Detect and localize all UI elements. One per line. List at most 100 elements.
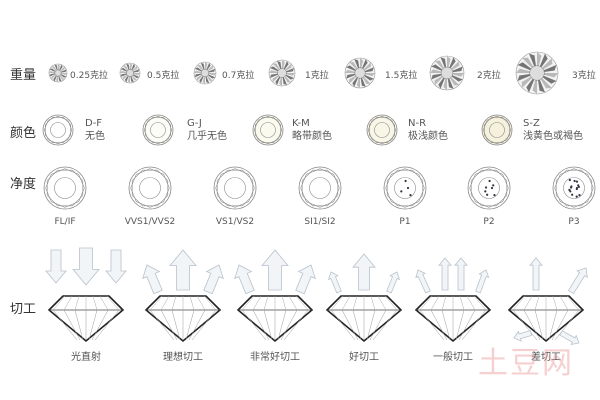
clarity-diamond-icon	[552, 166, 596, 210]
light-arrow	[559, 330, 580, 346]
clarity-label: P3	[568, 217, 580, 227]
weight-label: 0.5克拉	[147, 71, 180, 81]
color-grade-code: D-F	[85, 118, 103, 129]
color-grade: S-Z 浅黄色或褐色	[523, 117, 583, 143]
light-arrow	[438, 257, 452, 291]
clarity-label: VVS1/VVS2	[124, 217, 176, 227]
light-arrows	[142, 249, 224, 295]
weight-label: 2克拉	[477, 71, 501, 81]
clarity-label: P2	[483, 217, 495, 227]
light-arrow	[203, 264, 224, 295]
light-arrows	[513, 257, 588, 346]
inclusion-dot	[492, 184, 495, 187]
inclusion-dot	[484, 186, 488, 189]
clarity-label: P1	[399, 217, 411, 227]
inclusion-dot	[490, 186, 494, 190]
clarity-row-label: 净度	[10, 177, 37, 192]
cut-diamond-icon	[414, 295, 492, 343]
diamond-top-icon	[48, 63, 68, 83]
weight-label: 0.25克拉	[70, 71, 109, 81]
inclusion-dot	[575, 195, 578, 198]
cut-diamond-icon	[144, 295, 222, 343]
light-arrows	[234, 249, 316, 295]
light-arrow	[327, 271, 342, 294]
clarity-label: VS1/VS2	[215, 217, 255, 227]
light-arrow	[234, 264, 255, 295]
inclusion-dot	[575, 187, 578, 191]
color-grade-desc: 无色	[85, 131, 105, 142]
color-grade: D-F 无色	[85, 117, 105, 143]
diamond-top-icon	[119, 62, 141, 84]
clarity-label: SI1/SI2	[304, 217, 336, 227]
inclusion-dot	[571, 193, 574, 196]
weight-label: 1克拉	[305, 71, 329, 81]
watermark: 土豆网	[478, 346, 574, 381]
light-arrow	[142, 264, 163, 295]
light-arrow	[72, 247, 100, 286]
color-diamond-icon	[42, 114, 74, 146]
weight-label: 0.7克拉	[222, 71, 255, 81]
light-arrows	[45, 247, 127, 286]
color-grade-desc: 略带颜色	[292, 131, 332, 142]
inclusion-dot	[568, 178, 571, 182]
color-grade-code: K-M	[292, 118, 310, 129]
light-arrow	[513, 330, 533, 342]
light-arrow	[169, 249, 197, 291]
weight-row-label: 重量	[10, 68, 37, 83]
color-grade-code: G-J	[187, 118, 202, 129]
cut-diamond-icon	[325, 295, 403, 343]
light-arrow	[352, 253, 376, 291]
light-arrows	[327, 253, 401, 294]
light-arrow	[475, 269, 490, 294]
diamond-top-icon	[429, 55, 465, 91]
cut-label: 光直射	[71, 352, 101, 363]
light-arrows	[415, 257, 490, 294]
clarity-label: FL/IF	[54, 217, 76, 227]
inclusion-dot	[400, 190, 403, 193]
inclusion-dot	[570, 185, 573, 188]
cut-diamond-icon	[47, 295, 125, 343]
cut-label: 一般切工	[433, 352, 473, 363]
inclusion-dot	[493, 194, 496, 197]
light-arrow	[45, 249, 67, 284]
inclusion-dot	[573, 179, 576, 183]
light-arrow	[567, 267, 588, 295]
clarity-diamond-icon	[43, 166, 87, 210]
inclusion-dot	[406, 186, 410, 190]
inclusion-dot	[575, 180, 579, 183]
light-arrow	[295, 264, 316, 295]
inclusion-dot	[568, 188, 571, 192]
cut-diamond-icon	[236, 295, 314, 343]
inclusion-dot	[484, 190, 487, 193]
color-row-label: 颜色	[10, 126, 37, 141]
diamond-top-icon	[515, 51, 559, 95]
color-diamond-icon	[481, 114, 513, 146]
cut-label: 理想切工	[163, 352, 203, 363]
cut-label: 好切工	[349, 352, 379, 363]
light-arrow	[529, 257, 543, 291]
color-diamond-icon	[252, 114, 284, 146]
cut-label: 非常好切工	[250, 352, 300, 363]
light-arrow	[454, 257, 468, 291]
diamond-top-icon	[344, 57, 376, 89]
diamond-top-icon	[193, 61, 217, 85]
color-grade-code: N-R	[408, 118, 427, 129]
weight-label: 1.5克拉	[385, 71, 418, 81]
clarity-diamond-icon	[298, 166, 342, 210]
inclusion-dot	[404, 179, 407, 183]
color-grade-desc: 浅黄色或褐色	[523, 131, 583, 142]
light-arrow	[105, 249, 127, 284]
color-grade-code: S-Z	[523, 118, 540, 129]
inclusion-dot	[486, 193, 489, 196]
color-diamond-icon	[366, 114, 398, 146]
inclusion-dot	[577, 185, 580, 189]
weight-label: 3克拉	[572, 71, 596, 81]
inclusion-dot	[488, 179, 491, 183]
clarity-diamond-icon	[213, 166, 257, 210]
clarity-diamond-icon	[383, 166, 427, 210]
color-grade: K-M 略带颜色	[292, 117, 332, 143]
